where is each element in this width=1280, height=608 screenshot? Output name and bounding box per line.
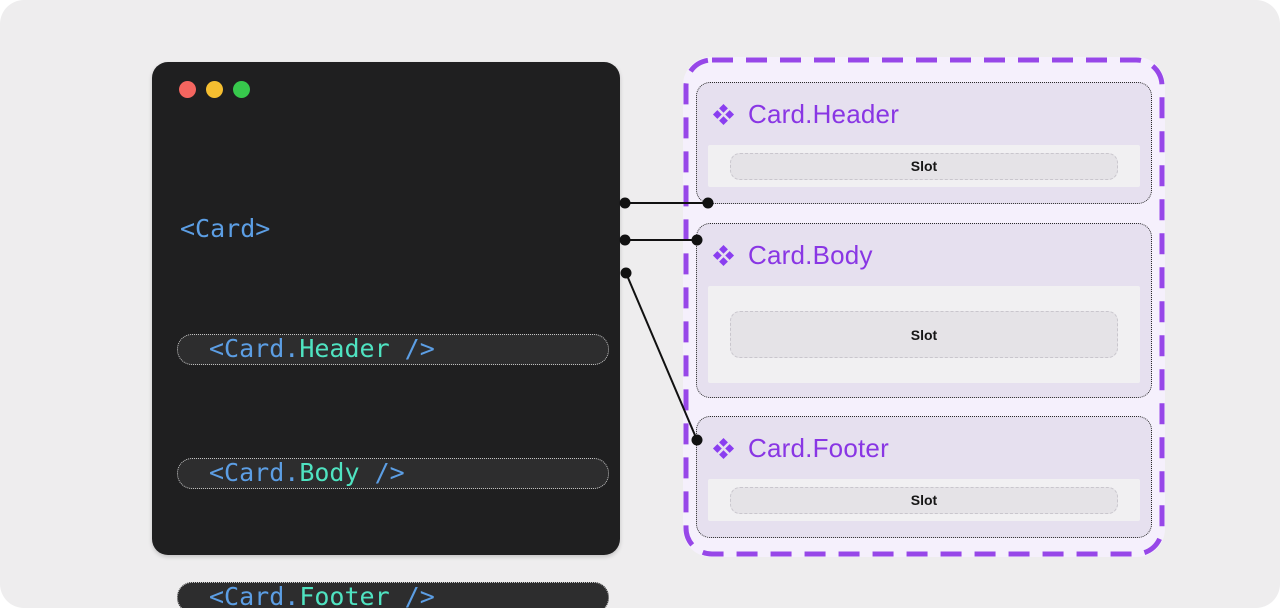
- connector-dot: [619, 197, 631, 209]
- slot-placeholder: Slot: [730, 152, 1118, 180]
- slot-label: Slot: [910, 492, 938, 508]
- code-token: />: [359, 458, 405, 487]
- card-title-row: Card.Footer: [708, 417, 1140, 479]
- component-card-footer: Card.Footer Slot: [696, 416, 1152, 538]
- component-card-body: Card.Body Slot: [696, 223, 1152, 398]
- code-token: <Card.: [209, 458, 300, 487]
- code-highlight-row-body: <Card.Body />: [177, 458, 609, 489]
- code-token: <Card.: [209, 334, 300, 363]
- component-card-header: Card.Header Slot: [696, 82, 1152, 204]
- card-title: Card.Header: [748, 98, 900, 129]
- diamond-cluster-icon: [712, 103, 735, 125]
- diamond-cluster-icon: [712, 244, 735, 266]
- slot-area: Slot: [708, 286, 1140, 383]
- code-token: />: [389, 582, 435, 608]
- card-title: Card.Footer: [748, 432, 889, 463]
- code-highlight-row-footer: <Card.Footer />: [177, 582, 609, 608]
- connector-dot: [620, 267, 632, 279]
- card-title-row: Card.Header: [708, 83, 1140, 145]
- diamond-cluster-icon: [712, 437, 735, 459]
- zoom-button[interactable]: [233, 81, 250, 98]
- slot-label: Slot: [910, 326, 938, 343]
- window-titlebar: [179, 81, 250, 98]
- slot-area: Slot: [708, 479, 1140, 521]
- code-editor: <Card> <Card.Header /> <Card.Body /> <Ca…: [177, 156, 609, 608]
- close-button[interactable]: [179, 81, 196, 98]
- code-line-card-open: <Card>: [177, 214, 609, 244]
- code-token: Header: [299, 334, 390, 363]
- code-token: Footer: [299, 582, 390, 608]
- code-token: Body: [299, 458, 360, 487]
- slot-area: Slot: [708, 145, 1140, 187]
- code-highlight-row-header: <Card.Header />: [177, 334, 609, 365]
- code-token: <Card.: [209, 582, 300, 608]
- code-token: />: [389, 334, 435, 363]
- connector-dot: [619, 234, 631, 246]
- card-title-row: Card.Body: [708, 224, 1140, 286]
- minimize-button[interactable]: [206, 81, 223, 98]
- slot-label: Slot: [910, 158, 938, 174]
- code-token: <Card>: [180, 214, 271, 243]
- preview-panel: Card.Header Slot Card.Body: [683, 57, 1165, 557]
- code-editor-window: <Card> <Card.Header /> <Card.Body /> <Ca…: [152, 62, 620, 608]
- card-title: Card.Body: [748, 239, 873, 270]
- slot-placeholder: Slot: [730, 311, 1118, 358]
- slot-placeholder: Slot: [730, 486, 1118, 514]
